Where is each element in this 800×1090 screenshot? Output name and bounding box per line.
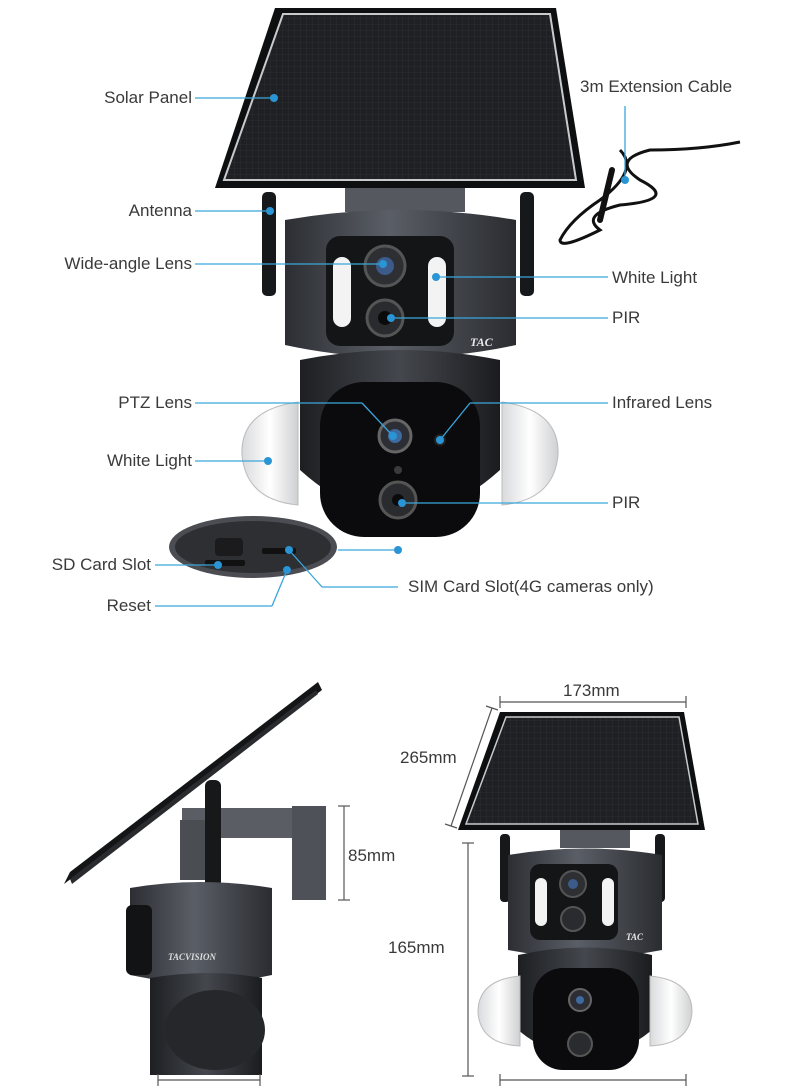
label-sd-card-slot: SD Card Slot xyxy=(51,555,151,574)
label-sim-card-slot: SIM Card Slot(4G cameras only) xyxy=(408,577,654,596)
dim-panel-width: 173mm xyxy=(563,681,620,700)
white-light-side-left xyxy=(241,401,299,506)
white-light-side-right xyxy=(501,401,559,506)
side-view-illustration: TACVISION xyxy=(64,682,326,1075)
front-view-illustration: TAC xyxy=(458,712,705,1070)
label-pir-top: PIR xyxy=(612,308,641,327)
side-brand-logo: TACVISION xyxy=(168,952,217,962)
wall-mount xyxy=(292,806,326,900)
white-light-top-right xyxy=(428,257,446,327)
label-white-light-side: White Light xyxy=(106,451,192,470)
label-infrared-lens: Infrared Lens xyxy=(612,393,713,412)
extension-cable xyxy=(558,140,741,245)
dim-depth: 85mm xyxy=(348,846,396,865)
white-light-top-left xyxy=(333,257,351,327)
callout-lines xyxy=(155,97,626,607)
antenna-right xyxy=(520,192,534,296)
label-solar-panel: Solar Panel xyxy=(104,88,192,107)
dim-panel-depth: 265mm xyxy=(400,748,457,767)
label-white-light-top: White Light xyxy=(612,268,698,287)
label-wide-angle-lens: Wide-angle Lens xyxy=(64,254,192,273)
front-brand-logo: TAC xyxy=(626,932,644,942)
label-ptz-lens: PTZ Lens xyxy=(118,393,192,412)
label-reset: Reset xyxy=(106,596,151,615)
side-solar-panel xyxy=(64,682,322,884)
label-extension-cable: 3m Extension Cable xyxy=(580,77,733,96)
antenna-left xyxy=(262,192,276,296)
label-pir-bottom: PIR xyxy=(612,493,641,512)
brand-logo: TAC xyxy=(470,335,494,349)
callout-dots xyxy=(214,94,629,574)
dimension-lines xyxy=(157,696,687,1086)
label-antenna: Antenna xyxy=(128,201,192,220)
dim-height: 165mm xyxy=(388,938,445,957)
